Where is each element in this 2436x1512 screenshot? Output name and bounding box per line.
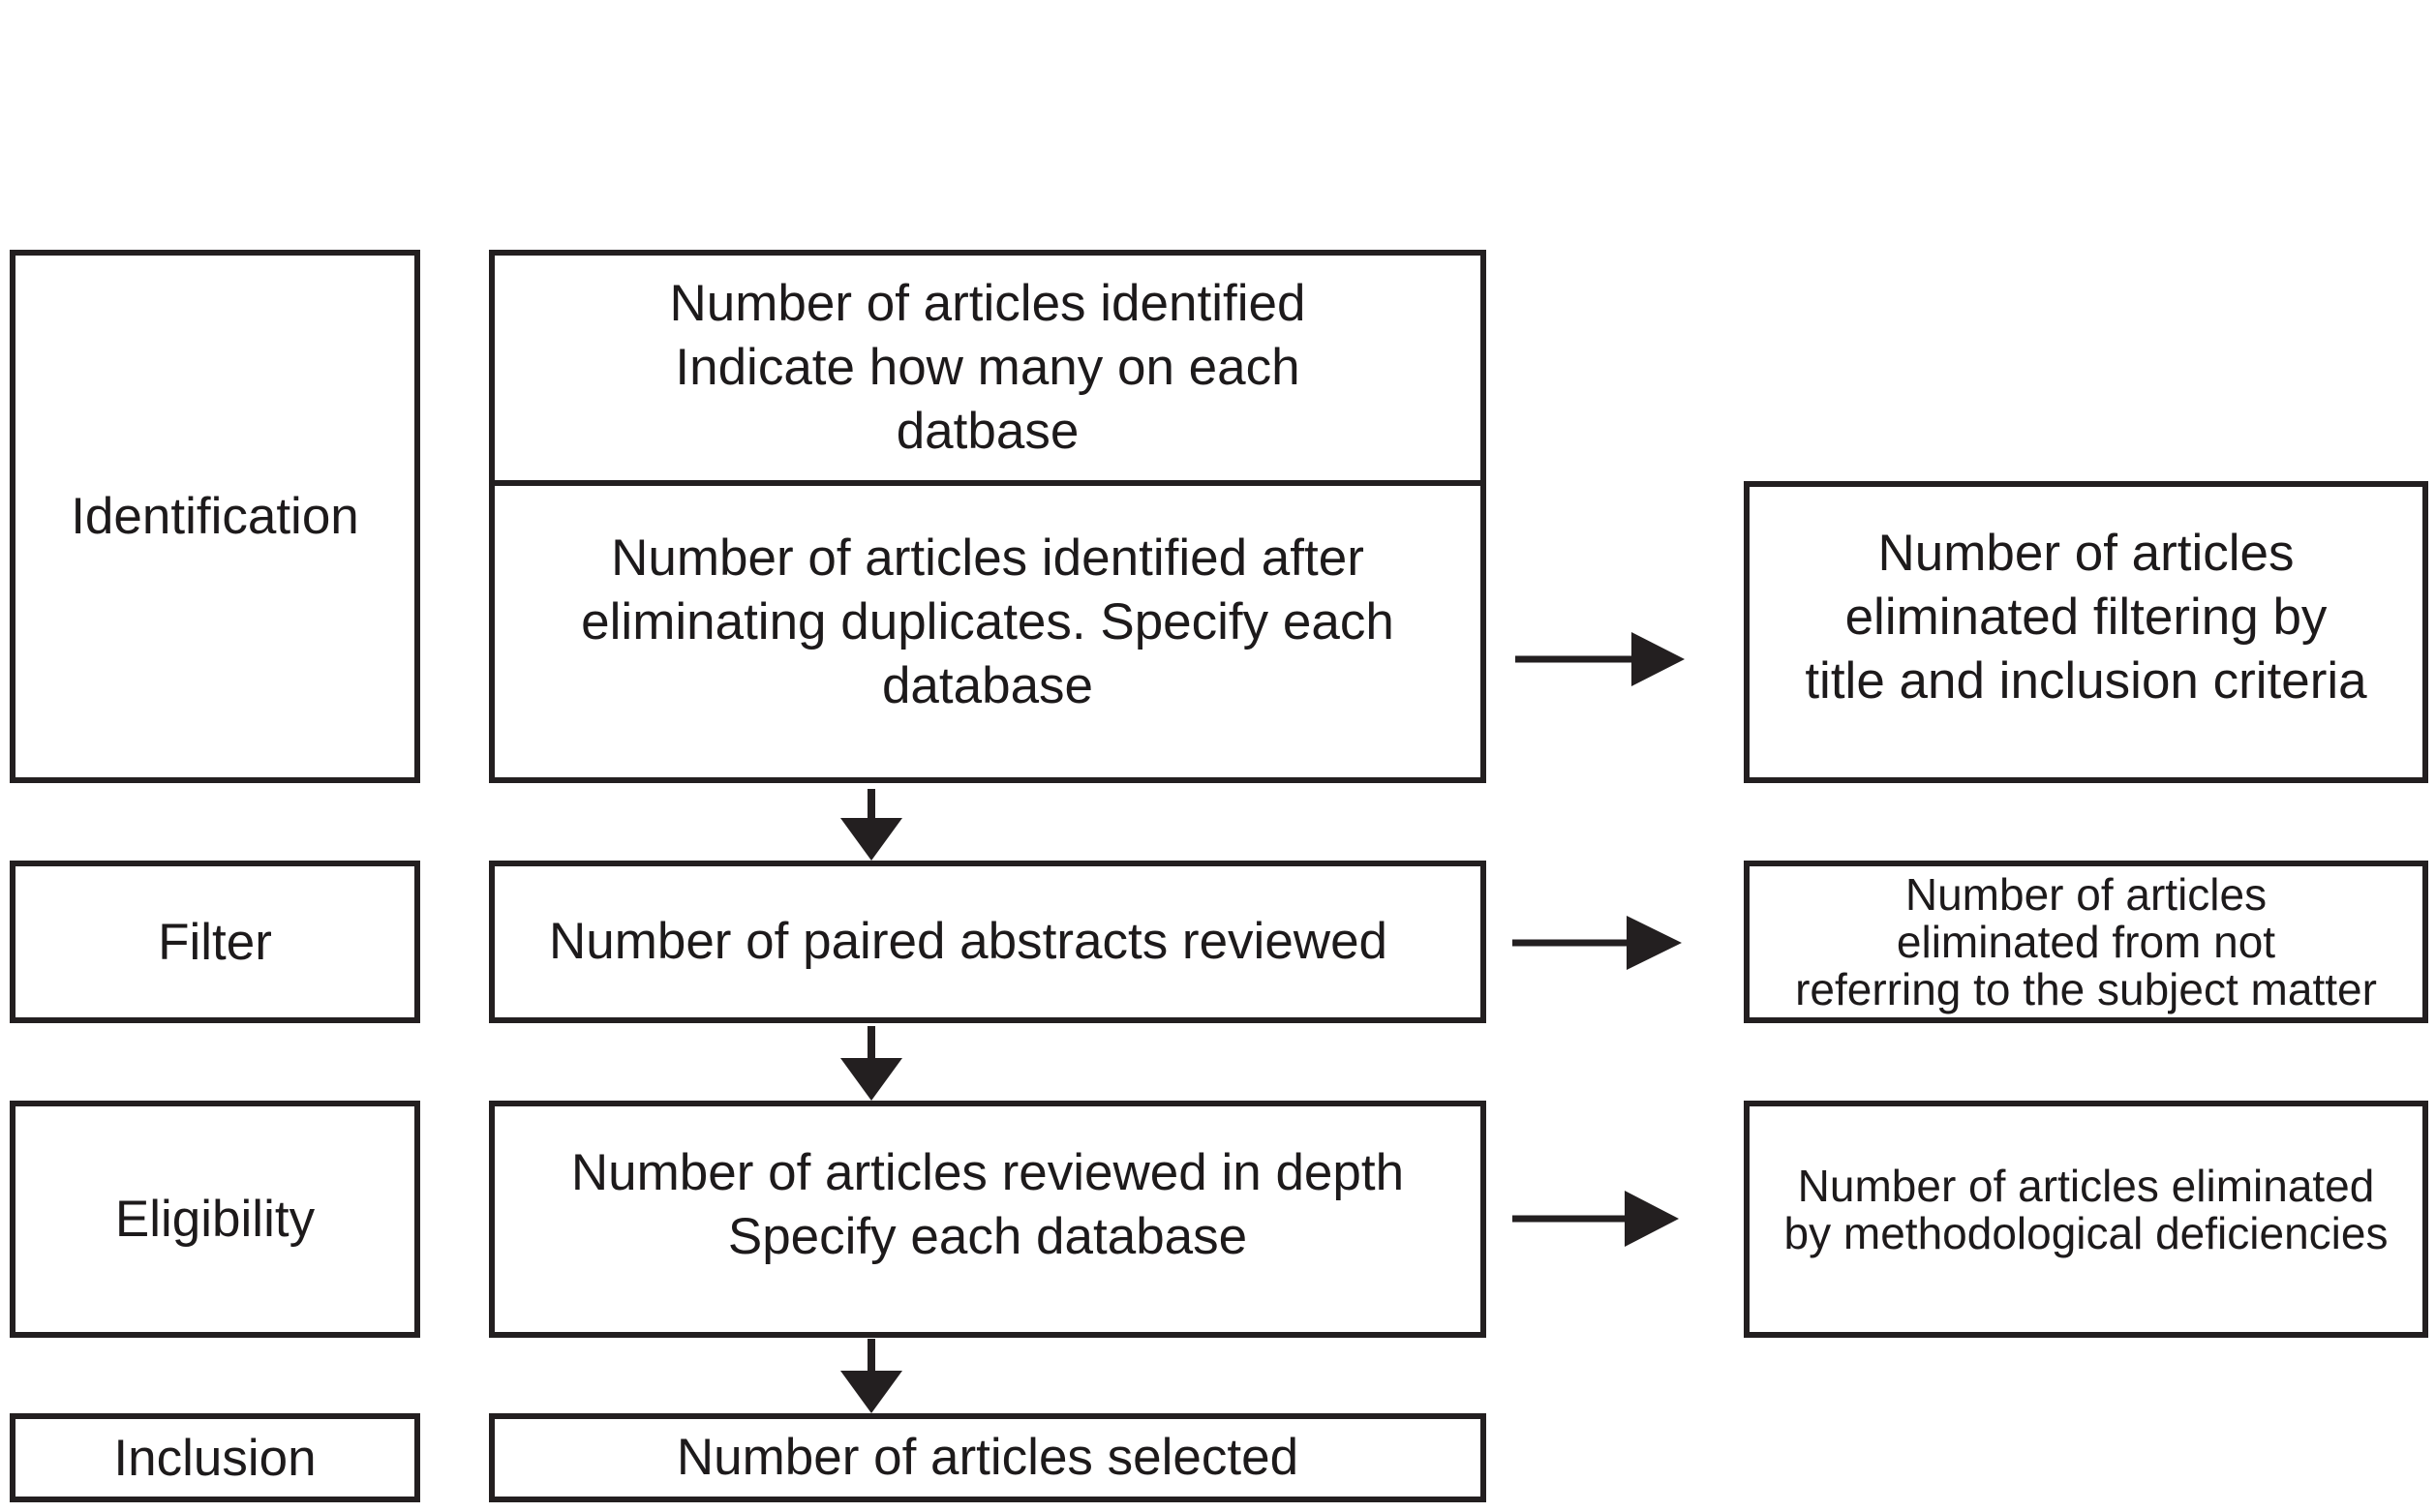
selected-box: Number of articles selected — [489, 1413, 1486, 1502]
abstracts-box: Number of paired abstracts reviewed — [489, 861, 1486, 1023]
stage-eligibility-box: Eligibility — [10, 1101, 420, 1338]
in-depth-text: Number of articles reviewed in depth Spe… — [570, 1143, 1405, 1265]
abstracts-text: Number of paired abstracts reviewed — [548, 913, 1388, 970]
right-arrow-2 — [1512, 916, 1682, 970]
stage-filter-label: Filter — [158, 913, 272, 971]
identified-text: Number of articles identified Indicate h… — [669, 275, 1306, 460]
eliminated-method-box: Number of articles eliminated by methodo… — [1744, 1101, 2428, 1338]
eliminated-title-filter-box: Number of articles eliminated filtering … — [1744, 481, 2428, 783]
after-duplicates-box: Number of articles identified after elim… — [489, 480, 1486, 783]
stage-identification-label: Identification — [71, 488, 359, 545]
in-depth-box: Number of articles reviewed in depth Spe… — [489, 1101, 1486, 1338]
eliminated-method-text: Number of articles eliminated by methodo… — [1783, 1160, 2389, 1258]
stage-inclusion-label: Inclusion — [113, 1429, 317, 1487]
eliminated-subject-text: Number of articles eliminated from not r… — [1795, 868, 2377, 1014]
down-arrow-3 — [840, 1339, 902, 1413]
after-duplicates-text: Number of articles identified after elim… — [581, 529, 1394, 714]
stage-identification-box: Identification — [10, 250, 420, 783]
down-arrow-1 — [840, 789, 902, 861]
eliminated-subject-box: Number of articles eliminated from not r… — [1744, 861, 2428, 1023]
stage-eligibility-label: Eligibility — [114, 1191, 316, 1248]
stage-filter-box: Filter — [10, 861, 420, 1023]
eliminated-title-filter-text: Number of articles eliminated filtering … — [1805, 525, 2367, 710]
right-arrow-1 — [1515, 632, 1685, 686]
identified-box: Number of articles identified Indicate h… — [489, 250, 1486, 486]
down-arrow-2 — [840, 1026, 902, 1101]
stage-inclusion-box: Inclusion — [10, 1413, 420, 1502]
right-arrow-3 — [1512, 1191, 1679, 1247]
selected-text: Number of articles selected — [676, 1429, 1299, 1486]
